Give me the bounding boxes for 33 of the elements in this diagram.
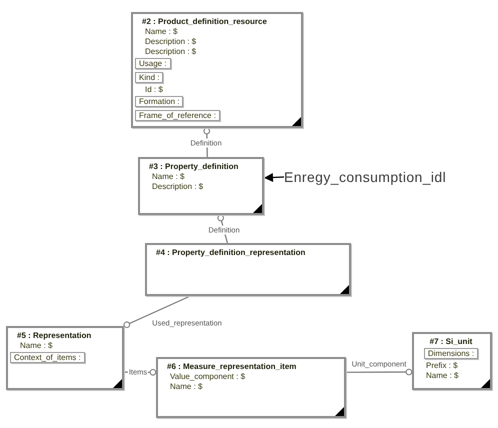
- entity-title: #2 : Product_definition_resource: [142, 17, 267, 27]
- entity-title: #3 : Property_definition: [149, 162, 238, 172]
- entity-title: #4 : Property_definition_representation: [156, 248, 306, 258]
- attribute-box: Formation :: [135, 96, 184, 107]
- attribute-text: Name : $: [145, 27, 178, 37]
- attribute-text: Name : $: [426, 371, 458, 381]
- attribute-text: Name : $: [170, 382, 202, 392]
- entity-box: [156, 357, 346, 418]
- entity-box: [138, 157, 264, 215]
- entity-box: [145, 243, 351, 296]
- attribute-text: Description : $: [145, 37, 196, 47]
- attribute-text: Description : $: [152, 182, 204, 192]
- arrow: [264, 173, 284, 182]
- entity-title: #7 : Si_unit: [430, 337, 472, 347]
- entity-box: [412, 332, 492, 390]
- callout-text: Enregy_consumption_idl: [284, 169, 446, 185]
- entity-title: #6 : Measure_representation_item: [167, 362, 296, 372]
- attribute-text: Name : $: [20, 341, 52, 351]
- entity-title: #5 : Representation: [17, 331, 92, 341]
- attribute-box: Frame_of_reference :: [135, 110, 220, 121]
- relationship-line: [346, 368, 412, 376]
- attribute-text: Value_component : $: [170, 372, 246, 382]
- attribute-box: Context_of_items :: [10, 352, 85, 363]
- relationship-line: [124, 295, 191, 328]
- attribute-text: Name : $: [152, 172, 184, 182]
- attribute-box: Usage :: [135, 58, 171, 69]
- entity-box: [131, 12, 303, 128]
- attribute-box: Kind :: [135, 72, 164, 83]
- attribute-text: Description : $: [145, 47, 196, 57]
- attribute-text: Id : $: [145, 85, 163, 95]
- attribute-text: Prefix : $: [426, 361, 458, 371]
- entity-box: [6, 326, 124, 390]
- attribute-box: Dimensions :: [424, 348, 478, 359]
